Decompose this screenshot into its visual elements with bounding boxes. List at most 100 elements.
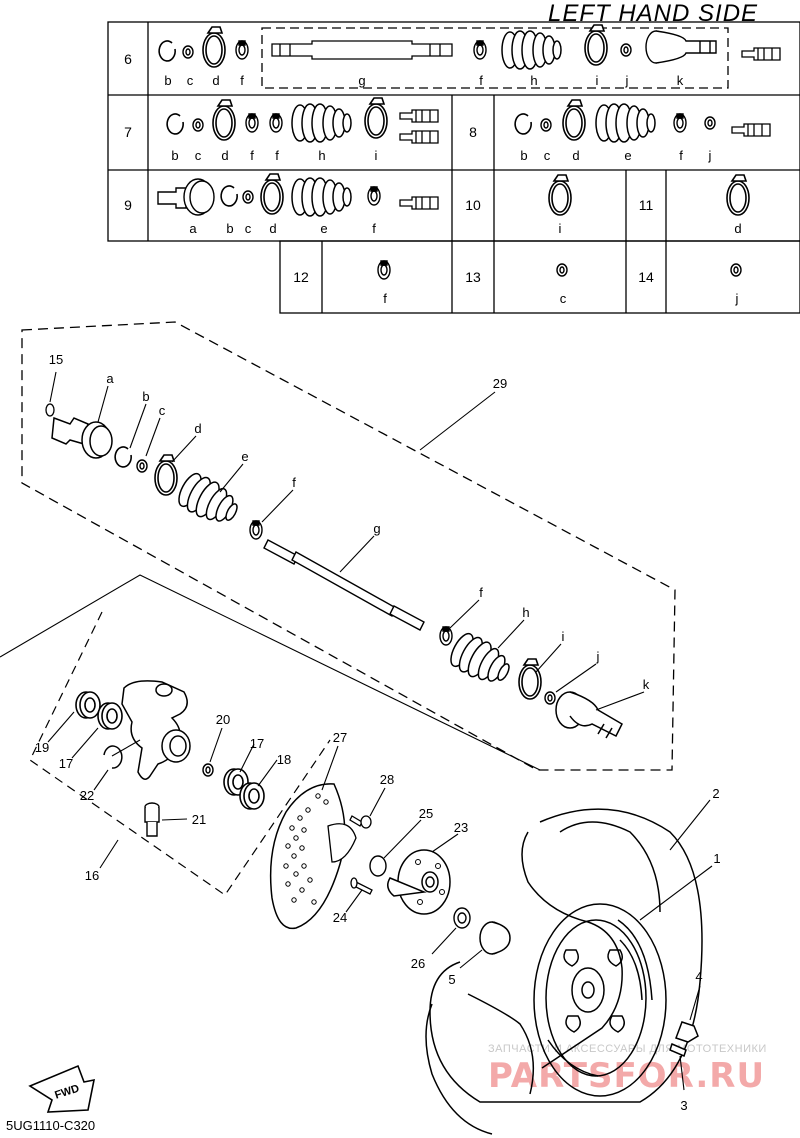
shaft-letters: a b c d e f g f h i j k bbox=[106, 371, 649, 692]
rows-10-14-parts bbox=[377, 174, 750, 280]
svg-text:16: 16 bbox=[85, 868, 99, 883]
svg-text:d: d bbox=[734, 221, 741, 236]
svg-text:28: 28 bbox=[380, 772, 394, 787]
svg-text:26: 26 bbox=[411, 956, 425, 971]
row-7-letters: b c d f f h i bbox=[171, 148, 377, 163]
svg-text:c: c bbox=[187, 73, 194, 88]
svg-text:b: b bbox=[171, 148, 178, 163]
svg-text:a: a bbox=[189, 221, 197, 236]
svg-text:4: 4 bbox=[695, 969, 702, 984]
svg-text:25: 25 bbox=[419, 806, 433, 821]
svg-text:h: h bbox=[522, 605, 529, 620]
svg-text:c: c bbox=[159, 403, 166, 418]
svg-text:17: 17 bbox=[59, 756, 73, 771]
row-7-label: 7 bbox=[124, 124, 132, 140]
svg-text:i: i bbox=[559, 221, 562, 236]
row-11-label: 11 bbox=[639, 197, 654, 213]
svg-text:b: b bbox=[226, 221, 233, 236]
svg-text:f: f bbox=[250, 148, 254, 163]
knuckle-leaders bbox=[47, 711, 278, 869]
svg-text:b: b bbox=[142, 389, 149, 404]
row-6-parts bbox=[158, 24, 781, 70]
row-9-label: 9 bbox=[124, 197, 132, 213]
svg-text:d: d bbox=[269, 221, 276, 236]
svg-text:g: g bbox=[373, 521, 380, 536]
wheel-numbers: 2 1 4 3 bbox=[680, 786, 720, 1113]
table-row-numbers: 6 7 8 9 10 11 12 13 14 bbox=[124, 51, 654, 285]
row-12-label: 12 bbox=[293, 269, 309, 285]
fwd-arrow-icon: FWD bbox=[28, 1064, 96, 1113]
svg-text:g: g bbox=[358, 73, 365, 88]
svg-text:5: 5 bbox=[448, 972, 455, 987]
row-6-letters: b c d f g f h i j k bbox=[164, 73, 683, 88]
svg-text:24: 24 bbox=[333, 910, 347, 925]
svg-text:k: k bbox=[677, 73, 684, 88]
row-8-parts bbox=[514, 99, 771, 143]
rows-10-14-letters: i d f c j bbox=[383, 221, 741, 306]
svg-text:19: 19 bbox=[35, 740, 49, 755]
svg-text:22: 22 bbox=[80, 788, 94, 803]
svg-text:i: i bbox=[596, 73, 599, 88]
row-9-letters: a b c d e f bbox=[189, 221, 376, 236]
row-8-letters: b c d e f j bbox=[520, 148, 711, 163]
svg-text:f: f bbox=[679, 148, 683, 163]
svg-text:j: j bbox=[708, 148, 712, 163]
svg-text:20: 20 bbox=[216, 712, 230, 727]
row-7-parts bbox=[166, 97, 439, 144]
svg-text:15: 15 bbox=[49, 352, 63, 367]
svg-text:i: i bbox=[375, 148, 378, 163]
svg-text:h: h bbox=[530, 73, 537, 88]
svg-text:2: 2 bbox=[712, 786, 719, 801]
watermark-logo: PARTSFOR.RU bbox=[488, 1056, 766, 1096]
row-6-label: 6 bbox=[124, 51, 132, 67]
svg-text:j: j bbox=[596, 649, 600, 664]
svg-text:3: 3 bbox=[680, 1098, 687, 1113]
wheel-leaders bbox=[639, 799, 713, 1091]
svg-text:b: b bbox=[164, 73, 171, 88]
svg-text:f: f bbox=[292, 475, 296, 490]
diagram-code: 5UG1110-C320 bbox=[6, 1118, 96, 1133]
svg-text:e: e bbox=[241, 449, 248, 464]
svg-text:f: f bbox=[383, 291, 387, 306]
shaft-numbers: 15 29 bbox=[49, 352, 507, 391]
svg-text:f: f bbox=[372, 221, 376, 236]
row-10-label: 10 bbox=[465, 197, 481, 213]
svg-text:i: i bbox=[562, 629, 565, 644]
svg-text:a: a bbox=[106, 371, 114, 386]
disc-numbers: 27 28 25 23 24 26 5 bbox=[333, 730, 468, 987]
shaft-leaders bbox=[49, 371, 645, 711]
svg-text:21: 21 bbox=[192, 812, 206, 827]
svg-text:d: d bbox=[194, 421, 201, 436]
svg-text:j: j bbox=[625, 73, 629, 88]
drive-shaft-assembly bbox=[21, 321, 676, 771]
svg-text:f: f bbox=[479, 73, 483, 88]
row-14-label: 14 bbox=[638, 269, 654, 285]
svg-text:d: d bbox=[572, 148, 579, 163]
svg-text:17: 17 bbox=[250, 736, 264, 751]
svg-text:k: k bbox=[643, 677, 650, 692]
svg-text:f: f bbox=[275, 148, 279, 163]
kit-table bbox=[107, 21, 800, 314]
row-13-label: 13 bbox=[465, 269, 481, 285]
svg-text:e: e bbox=[624, 148, 631, 163]
svg-text:f: f bbox=[240, 73, 244, 88]
wheel-tire bbox=[425, 808, 703, 1135]
svg-text:1: 1 bbox=[713, 851, 720, 866]
knuckle-assembly bbox=[0, 574, 541, 896]
svg-text:c: c bbox=[544, 148, 551, 163]
row-8-label: 8 bbox=[469, 124, 477, 140]
svg-text:23: 23 bbox=[454, 820, 468, 835]
svg-text:j: j bbox=[735, 291, 739, 306]
svg-text:e: e bbox=[320, 221, 327, 236]
svg-text:c: c bbox=[560, 291, 567, 306]
knuckle-numbers: 19 17 22 16 21 20 17 18 bbox=[35, 712, 291, 883]
disc-leaders bbox=[321, 745, 483, 969]
svg-text:18: 18 bbox=[277, 752, 291, 767]
svg-text:c: c bbox=[195, 148, 202, 163]
svg-text:b: b bbox=[520, 148, 527, 163]
svg-text:c: c bbox=[245, 221, 252, 236]
svg-text:d: d bbox=[212, 73, 219, 88]
svg-text:f: f bbox=[479, 585, 483, 600]
svg-text:29: 29 bbox=[493, 376, 507, 391]
